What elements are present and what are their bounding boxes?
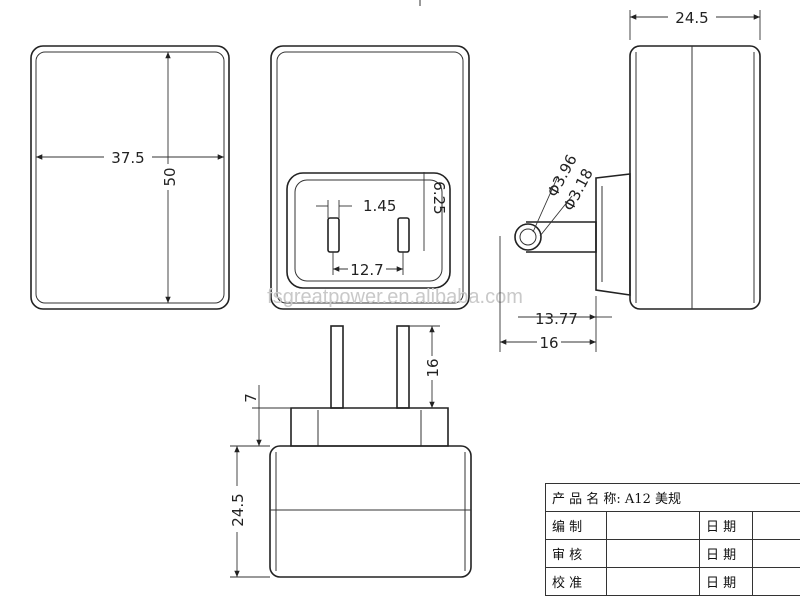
calibrated-date-label: 日 期 [700, 568, 753, 596]
calibrated-date-value [753, 568, 800, 596]
drafted-by-value [607, 512, 700, 540]
reviewed-date-value [753, 540, 800, 568]
front-view: 37.5 50 [31, 46, 229, 309]
side-view: 24.5 Φ3.96 Φ3.18 13.77 16 [500, 8, 760, 352]
drafted-date-label: 日 期 [700, 512, 753, 540]
dim-pin-spacing: 12.7 [350, 261, 383, 279]
dim-shoulder: 7 [242, 393, 260, 403]
product-name-label: 产 品 名 称: [552, 492, 621, 507]
dim-pin-length-b: 16 [539, 334, 558, 352]
product-name-value: A12 美规 [625, 492, 681, 507]
drafted-date-value [753, 512, 800, 540]
dim-side-depth: 24.5 [675, 9, 708, 27]
calibrated-by-value [607, 568, 700, 596]
reviewed-by-label: 审 核 [546, 540, 607, 568]
dim-front-height: 50 [161, 167, 179, 186]
bottom-view: 16 7 24.5 [228, 326, 471, 577]
calibrated-by-label: 校 准 [546, 568, 607, 596]
dim-pin-gap: 1.45 [363, 197, 396, 215]
watermark: fsgreatpower.en.alibaba.com [267, 286, 523, 308]
title-block: 产 品 名 称: A12 美规 编 制 日 期 审 核 日 期 校 准 日 期 [545, 483, 800, 596]
dim-pin-height: 16 [424, 358, 442, 377]
product-name-cell: 产 品 名 称: A12 美规 [546, 484, 800, 512]
reviewed-date-label: 日 期 [700, 540, 753, 568]
reviewed-by-value [607, 540, 700, 568]
dim-pin-length-a: 13.77 [535, 310, 578, 328]
back-view: 1.45 6.25 12.7 [271, 46, 469, 309]
drafted-by-label: 编 制 [546, 512, 607, 540]
dim-socket-depth: 6.25 [430, 181, 448, 214]
dim-front-width: 37.5 [111, 149, 144, 167]
dim-bottom-depth: 24.5 [229, 493, 247, 526]
